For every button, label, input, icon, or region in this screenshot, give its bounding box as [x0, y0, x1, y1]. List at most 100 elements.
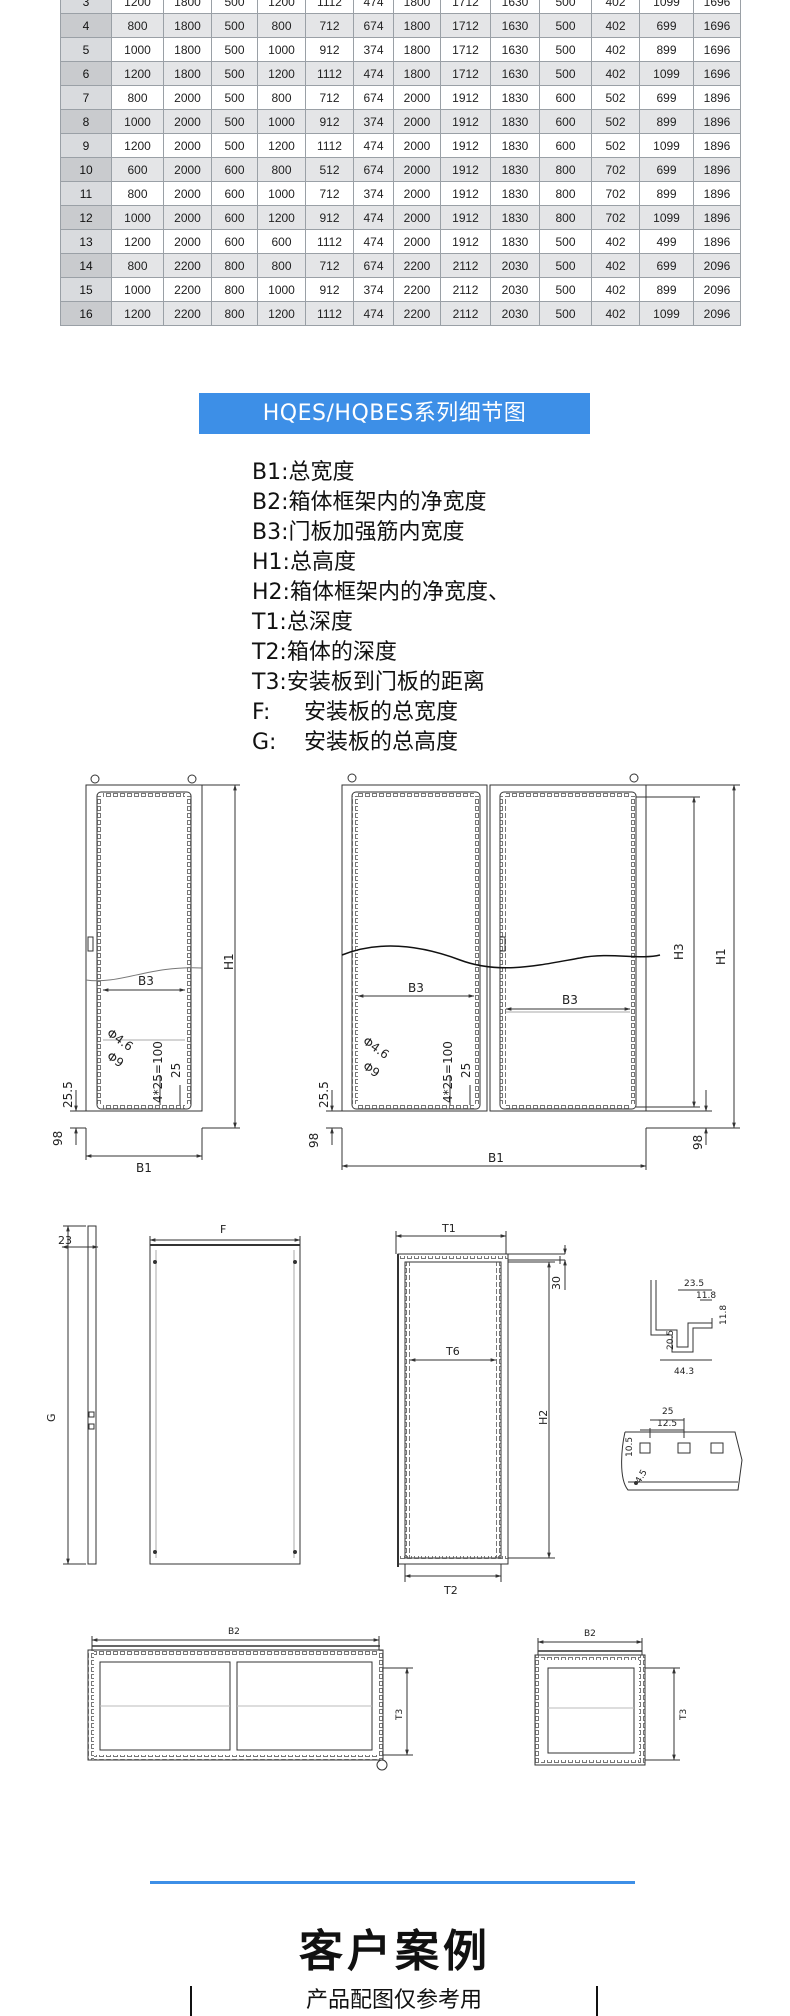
top-view-single-labels: B2 T3: [584, 1629, 689, 1721]
table-cell: 474: [353, 205, 394, 230]
dim-label-98: 98: [307, 1133, 321, 1148]
table-cell: 800: [257, 157, 306, 182]
dim-label-phi9: Φ9: [104, 1049, 126, 1070]
table-cell: 899: [639, 277, 694, 302]
legend-item: H2:箱体框架内的净宽度、: [252, 578, 510, 608]
table-cell: 1000: [257, 109, 306, 134]
table-cell: 1896: [693, 157, 741, 182]
table-row-index: 14: [60, 253, 112, 278]
legend-key: T2:: [252, 640, 287, 665]
detail-banner: HQES/HQBES系列细节图: [199, 393, 590, 434]
table-cell: 1830: [490, 157, 540, 182]
table-cell: 712: [305, 13, 354, 38]
table-cell: 500: [539, 61, 592, 86]
table-cell: 1112: [305, 61, 354, 86]
table-cell: 1112: [305, 301, 354, 326]
table-cell: 800: [539, 205, 592, 230]
dim-label-t1: T1: [441, 1222, 456, 1235]
table-cell: 2200: [163, 301, 212, 326]
table-cell: 374: [353, 109, 394, 134]
table-row-index: 11: [60, 181, 112, 206]
single-cabinet-labels: H1 B3 Φ4.6 Φ9 4*25=100 25 25.5 98 B1: [51, 953, 236, 1175]
dim-label-f: F: [220, 1223, 226, 1236]
legend-key: H1:: [252, 550, 290, 575]
table-row-index: 6: [60, 61, 112, 86]
table-cell: 912: [305, 37, 354, 62]
table-cell: 674: [353, 13, 394, 38]
dim-label-25: 25: [459, 1063, 473, 1078]
table-cell: 474: [353, 229, 394, 254]
dimension-legend: B1:总宽度 B2:箱体框架内的净宽度 B3:门板加强筋内宽度 H1:总高度 H…: [252, 458, 510, 758]
dim-label-b3: B3: [138, 974, 154, 988]
table-cell: 1000: [111, 109, 164, 134]
table-cell: 800: [211, 301, 258, 326]
table-cell: 2200: [393, 277, 441, 302]
table-cell: 1200: [111, 301, 164, 326]
dim-label-b2: B2: [228, 1627, 240, 1637]
table-cell: 800: [257, 13, 306, 38]
dim-label-45: 4.5: [634, 1468, 650, 1485]
legend-desc: 门板加强筋内宽度: [288, 520, 465, 545]
table-cell: 912: [305, 277, 354, 302]
table-cell: 2000: [163, 157, 212, 182]
table-cell: 1200: [111, 133, 164, 158]
legend-desc: 箱体的深度: [286, 640, 397, 665]
table-cell: 2030: [490, 277, 540, 302]
legend-key: H2:: [252, 580, 290, 605]
dim-label-b3: B3: [408, 981, 424, 995]
table-cell: 1200: [257, 133, 306, 158]
table-cell: 1800: [163, 37, 212, 62]
table-cell: 402: [591, 277, 640, 302]
side-section-view: [395, 1231, 567, 1582]
legend-desc: 总深度: [286, 610, 353, 635]
table-cell: 1896: [693, 205, 741, 230]
table-row-index: 13: [60, 229, 112, 254]
dim-label-255: 25.5: [61, 1081, 75, 1108]
table-cell: 374: [353, 181, 394, 206]
table-cell: 800: [211, 277, 258, 302]
table-cell: 1896: [693, 133, 741, 158]
legend-item: B1:总宽度: [252, 458, 510, 488]
legend-item: H1:总高度: [252, 548, 510, 578]
table-cell: 1200: [257, 61, 306, 86]
dim-label-23: 23: [58, 1234, 72, 1247]
single-cabinet-front-view: [70, 774, 240, 1160]
table-cell: 1800: [163, 61, 212, 86]
table-cell: 1712: [440, 13, 491, 38]
table-cell: 1912: [440, 109, 491, 134]
dim-label-235: 23.5: [684, 1279, 704, 1289]
legend-desc: 箱体框架内的净宽度: [288, 490, 487, 515]
table-cell: 600: [211, 205, 258, 230]
profile-detail-labels: 23.5 11.8 11.8 20.5 44.3: [666, 1279, 729, 1377]
legend-desc: 箱体框架内的净宽度、: [289, 580, 510, 605]
dim-label-h3: H3: [672, 943, 686, 960]
dim-label-255: 25.5: [317, 1081, 331, 1108]
dim-label-205: 20.5: [666, 1330, 676, 1350]
table-cell: 2030: [490, 301, 540, 326]
dim-label-h1: H1: [222, 953, 236, 970]
table-row-index: 5: [60, 37, 112, 62]
legend-item: F:安装板的总宽度: [252, 698, 510, 728]
table-cell: 474: [353, 301, 394, 326]
dim-label-b2: B2: [584, 1629, 596, 1639]
dim-label-t3: T3: [679, 1709, 689, 1721]
legend-item: G:安装板的总高度: [252, 728, 510, 758]
table-cell: 1830: [490, 229, 540, 254]
table-cell: 1200: [111, 61, 164, 86]
table-cell: 712: [305, 253, 354, 278]
dim-label-h1: H1: [714, 948, 728, 965]
table-cell: 2000: [393, 109, 441, 134]
legend-item: T3:安装板到门板的距离: [252, 668, 510, 698]
table-cell: 712: [305, 181, 354, 206]
table-cell: 1200: [257, 301, 306, 326]
table-cell: 2000: [163, 181, 212, 206]
side-section-labels: T1 30 T6 H2 T2: [441, 1222, 563, 1597]
legend-item: B2:箱体框架内的净宽度: [252, 488, 510, 518]
table-cell: 699: [639, 13, 694, 38]
dim-label-125: 12.5: [657, 1419, 677, 1429]
hole-detail-labels: 25 12.5 10.5 4.5: [625, 1407, 677, 1486]
